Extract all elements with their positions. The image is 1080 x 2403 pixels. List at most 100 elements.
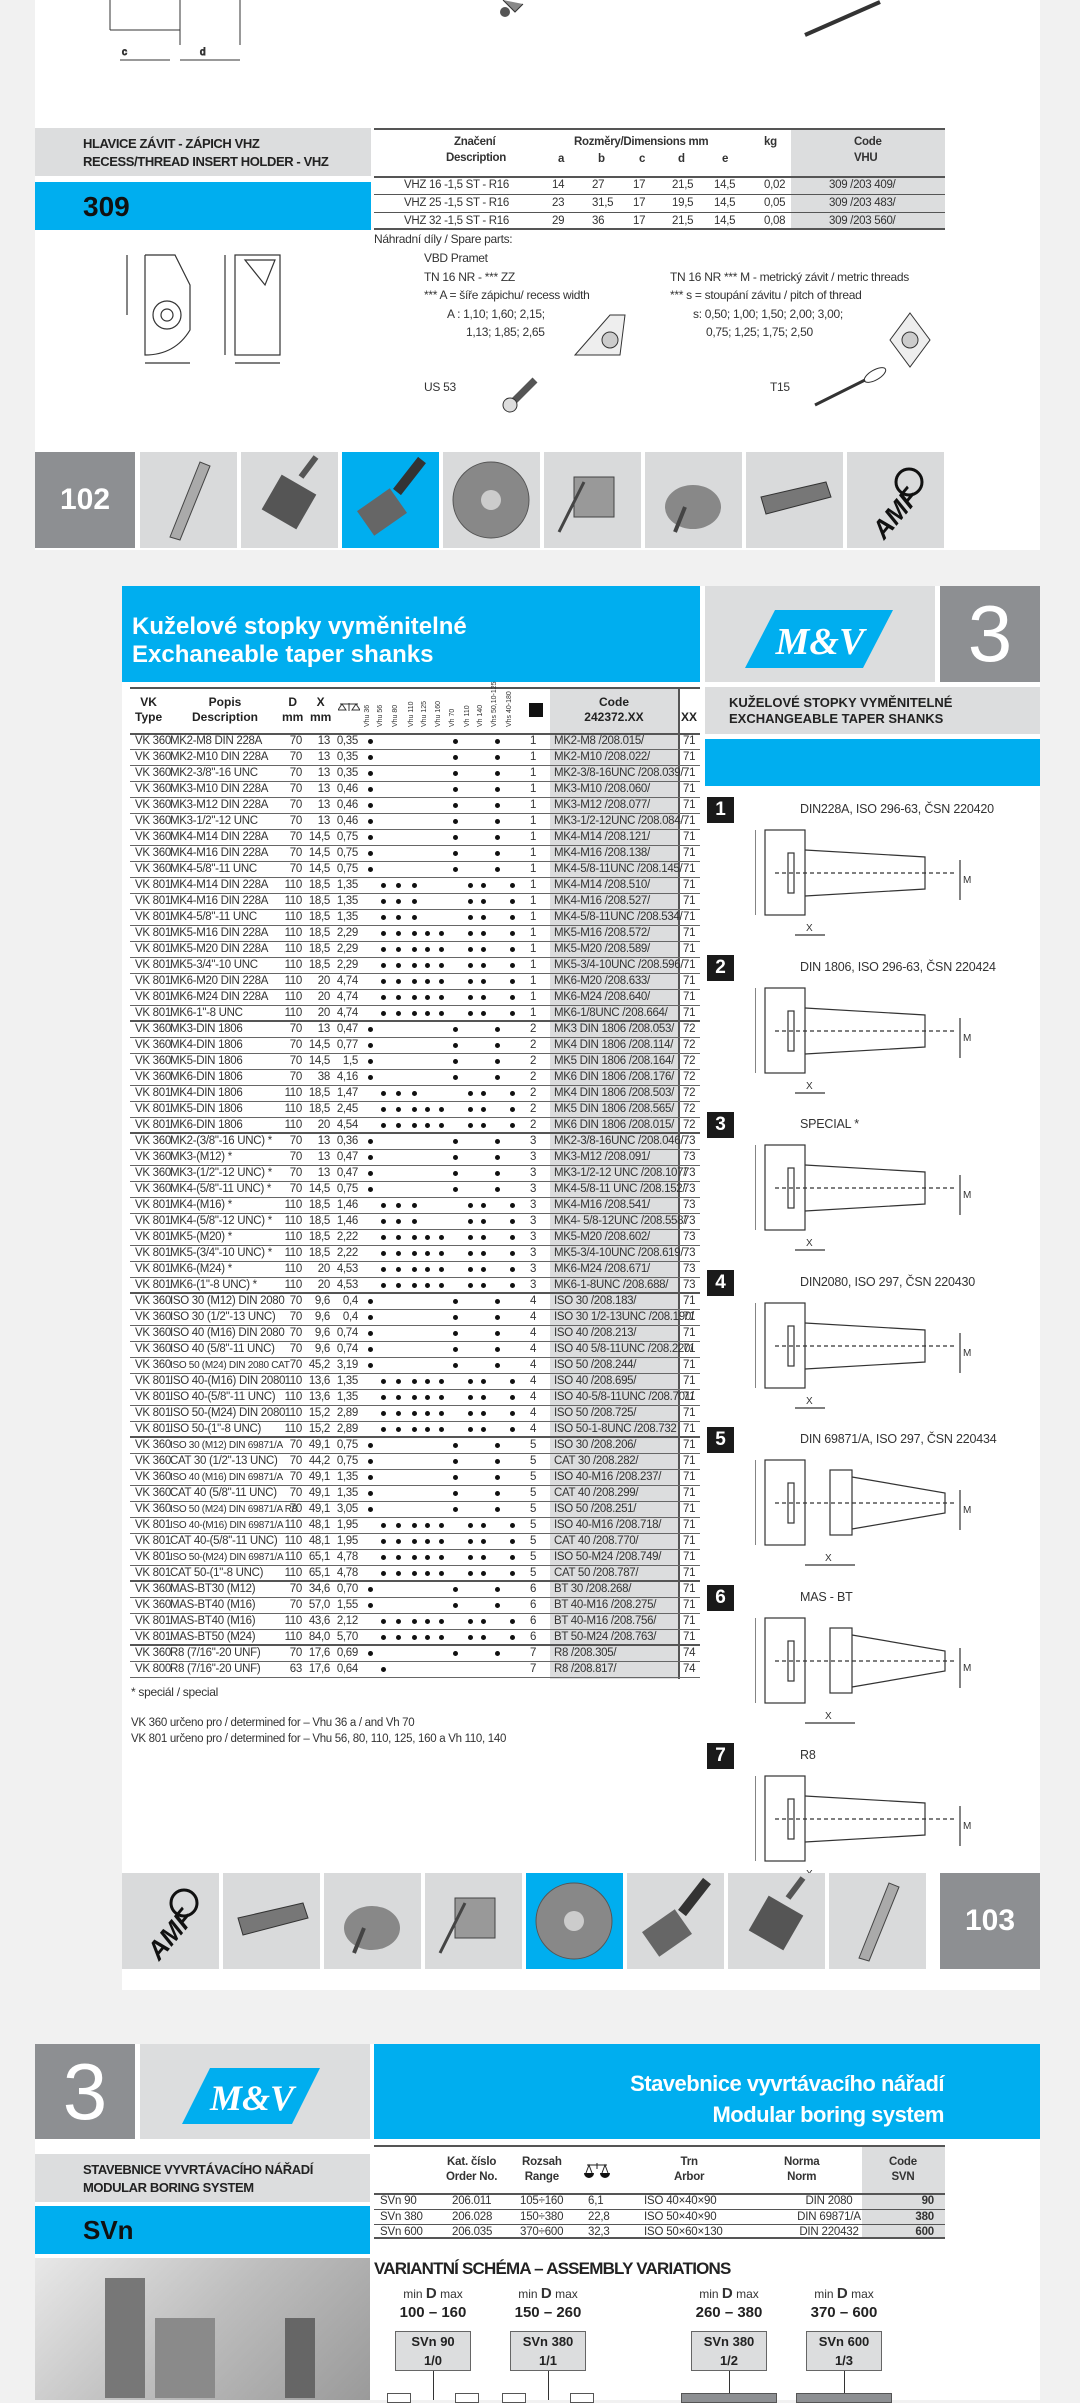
machine-col-label: Vhs 50,10-125 [491, 681, 498, 727]
variations-title: VARIANTNÍ SCHÉMA – ASSEMBLY VARIATIONS [374, 2259, 731, 2278]
compatibility-dot [510, 947, 515, 952]
compatibility-dot [495, 1491, 500, 1496]
cell-description: ISO 50 (M24) DIN 2080 CAT [170, 1360, 290, 1371]
cell-xx: 71 [683, 1535, 696, 1547]
cell-code: ISO 40-M16 /208.718/ [554, 1519, 662, 1531]
compatibility-dot [368, 771, 373, 776]
compatibility-dot [468, 1555, 473, 1560]
variation-name: SVn 90 [411, 2334, 455, 2349]
cell-code: 309 /203 483/ [829, 197, 896, 209]
compatibility-dot [439, 1379, 444, 1384]
category-amf-logo[interactable]: AMF [122, 1873, 219, 1969]
compatibility-dot [412, 1411, 417, 1416]
compatibility-dot [368, 1331, 373, 1336]
cell-code: MK4 DIN 1806 /208.503/ [554, 1087, 674, 1099]
compatibility-dot [381, 1667, 386, 1672]
page-number[interactable]: 103 [964, 1904, 1016, 1937]
d-label: D [836, 2285, 848, 2302]
compatibility-dot [439, 1251, 444, 1256]
cell-xx: 71 [683, 1471, 696, 1483]
cell-name: SVn 380 [380, 2210, 423, 2223]
svg-text:M&V: M&V [775, 621, 867, 663]
compatibility-dot [495, 1043, 500, 1048]
category-vise[interactable] [425, 1873, 522, 1969]
cell-kg: 0,75 [336, 1455, 358, 1467]
compatibility-dot [510, 915, 515, 920]
col-code-sub: VHU [854, 152, 878, 164]
cell-kg: 0,4 [342, 1311, 358, 1323]
svg-text:M: M [963, 1663, 971, 1674]
cell-description: CAT 30 (1/2"-13 UNC) [170, 1455, 278, 1467]
category-taper-holder[interactable] [140, 452, 237, 548]
cell-description: MK2-3/8"-16 UNC [170, 767, 258, 779]
cell-vk: VK 801 [135, 1423, 171, 1435]
category-drill-chuck[interactable] [728, 1873, 825, 1969]
compatibility-dot [468, 931, 473, 936]
category-taper-holder[interactable] [829, 1873, 926, 1969]
category-dividing-head[interactable] [324, 1873, 421, 1969]
category-chuck[interactable] [443, 452, 540, 548]
compatibility-dot [453, 1331, 458, 1336]
category-drill-chuck[interactable] [241, 452, 338, 548]
cell-variant-type: 6 [530, 1615, 537, 1627]
chapter-box: 3 [35, 2044, 135, 2139]
category-vise[interactable] [544, 452, 641, 548]
cell-description: MK6-DIN 1806 [170, 1119, 243, 1131]
cell-kg: 0,46 [336, 815, 358, 827]
cell-kg: 0,77 [336, 1039, 358, 1051]
category-parallel-block[interactable] [746, 452, 843, 548]
category-boring-head[interactable] [342, 452, 439, 548]
category-chuck[interactable] [526, 1873, 623, 1969]
compatibility-dot [439, 1411, 444, 1416]
compatibility-dot [453, 803, 458, 808]
cell-vk: VK 801 [135, 911, 171, 923]
compatibility-dot [368, 1363, 373, 1368]
cell-x: 14,5 [308, 847, 330, 859]
cell-xx: 72 [683, 1119, 696, 1131]
cell-d: 70 [289, 1327, 303, 1339]
category-dividing-head[interactable] [645, 452, 742, 548]
compatibility-dot [425, 1427, 430, 1432]
cell-x: 13 [317, 751, 331, 763]
cell-d: 70 [289, 1023, 303, 1035]
machine-col-label: Vh 110 [464, 705, 471, 727]
compatibility-dot [468, 1251, 473, 1256]
cell-xx: 71 [683, 1311, 696, 1323]
module-box [681, 2393, 777, 2403]
page-number[interactable]: 102 [59, 483, 111, 516]
side-title-cz: STAVEBNICE VYVRTÁVACÍHO NÁŘADÍ [83, 2162, 313, 2177]
cell-d: 110 [284, 1119, 303, 1131]
shank-drawing-4: DXM [755, 1302, 971, 1409]
compatibility-dot [510, 1123, 515, 1128]
cell-a: 29 [552, 215, 565, 227]
cell-code: ISO 40 5/8-11UNC /208.220/ [554, 1343, 694, 1355]
cell-d: 70 [289, 1599, 303, 1611]
compatibility-dot [412, 1523, 417, 1528]
diameter-range: 370 – 600 [810, 2304, 878, 2321]
machine-col-label: Vhu 125 [421, 700, 428, 727]
category-boring-head[interactable] [627, 1873, 724, 1969]
cell-d: 110 [284, 1391, 303, 1403]
category-parallel-block[interactable] [223, 1873, 320, 1969]
holder-drawing [126, 254, 281, 364]
cell-code: MK6 DIN 1806 /208.015/ [554, 1119, 674, 1131]
category-amf-logo[interactable]: AMF [847, 452, 944, 548]
cell-description: MK4-M14 DIN 228A [170, 879, 269, 891]
compatibility-dot [368, 755, 373, 760]
weight-scale-icon [584, 2163, 610, 2178]
variant-standard: R8 [800, 1748, 816, 1762]
compatibility-dot [381, 995, 386, 1000]
cell-description: ISO 40-(5/8"-11 UNC) [170, 1391, 276, 1403]
cell-description: MK4-5/8"-11 UNC [170, 863, 257, 875]
